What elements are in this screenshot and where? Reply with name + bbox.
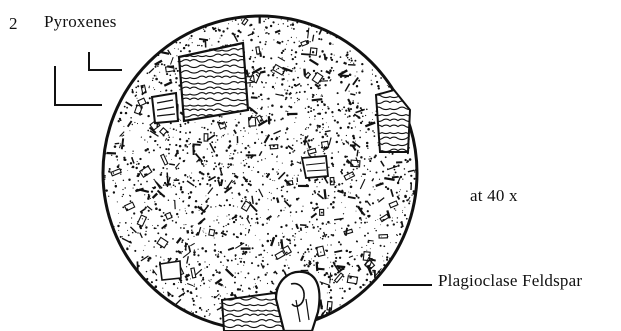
magnification-label: at 40 x bbox=[470, 186, 518, 206]
plagioclase-crystal-bottom bbox=[276, 272, 319, 331]
pyroxene-crystal-large bbox=[174, 43, 254, 123]
pyroxene-crystal-small-left bbox=[152, 93, 178, 123]
plagioclase-crystal-center bbox=[302, 156, 328, 178]
pyroxenes-pointer bbox=[55, 52, 122, 105]
pyroxenes-label: Pyroxenes bbox=[44, 12, 117, 32]
plagioclase-crystal-lower-left bbox=[160, 261, 181, 280]
field-of-view bbox=[103, 14, 417, 330]
plagioclase-feldspar-label: Plagioclase Feldspar bbox=[438, 271, 582, 291]
diagram-number-label: 2 bbox=[9, 14, 18, 34]
pyroxene-crystal-edge-right bbox=[374, 89, 414, 152]
